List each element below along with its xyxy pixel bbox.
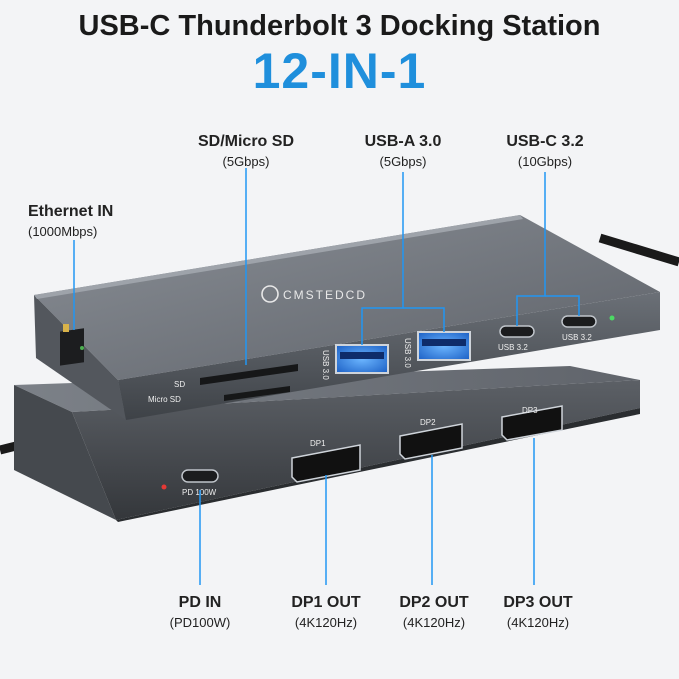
page-subtitle: 12-IN-1	[252, 43, 427, 99]
micro-sd-port-text: Micro SD	[148, 395, 181, 404]
brand-text: CMSTEDCD	[283, 288, 367, 302]
usba-label: USB-A 3.0 (5Gbps)	[364, 133, 442, 169]
dp3-port-text: DP3	[522, 406, 538, 415]
usbc-label: USB-C 3.2 (10Gbps)	[506, 133, 584, 169]
callout-lines	[73, 168, 580, 585]
dp-ports: DP1 DP2 DP3	[291, 405, 563, 483]
dp2-port-text: DP2	[420, 418, 436, 427]
dp2-label: DP2 OUT (4K120Hz)	[399, 594, 469, 630]
pd-label: PD IN (PD100W)	[169, 594, 231, 630]
dp1-label: DP1 OUT (4K120Hz)	[291, 594, 361, 630]
usb-c-ports: USB 3.2 USB 3.2	[498, 315, 615, 352]
ethernet-port	[60, 324, 84, 366]
ethernet-label: Ethernet IN (1000Mbps)	[28, 203, 114, 239]
sd-label: SD/Micro SD (5Gbps)	[197, 133, 294, 169]
usb32-text-1: USB 3.2	[498, 343, 528, 352]
usb30-text-1: USB 3.0	[321, 350, 330, 380]
usb30-text-2: USB 3.0	[403, 338, 412, 368]
usb32-text-2: USB 3.2	[562, 333, 592, 342]
sd-slots: SD Micro SD	[148, 364, 298, 404]
dp1-port-text: DP1	[310, 439, 326, 448]
usb-a-ports: USB 3.0 USB 3.0	[321, 331, 471, 380]
cable-right	[598, 233, 679, 267]
brand-logo: CMSTEDCD	[261, 285, 367, 303]
dp3-label: DP3 OUT (4K120Hz)	[503, 594, 573, 630]
page-title: USB-C Thunderbolt 3 Docking Station	[78, 10, 601, 42]
sd-port-text: SD	[174, 380, 185, 389]
